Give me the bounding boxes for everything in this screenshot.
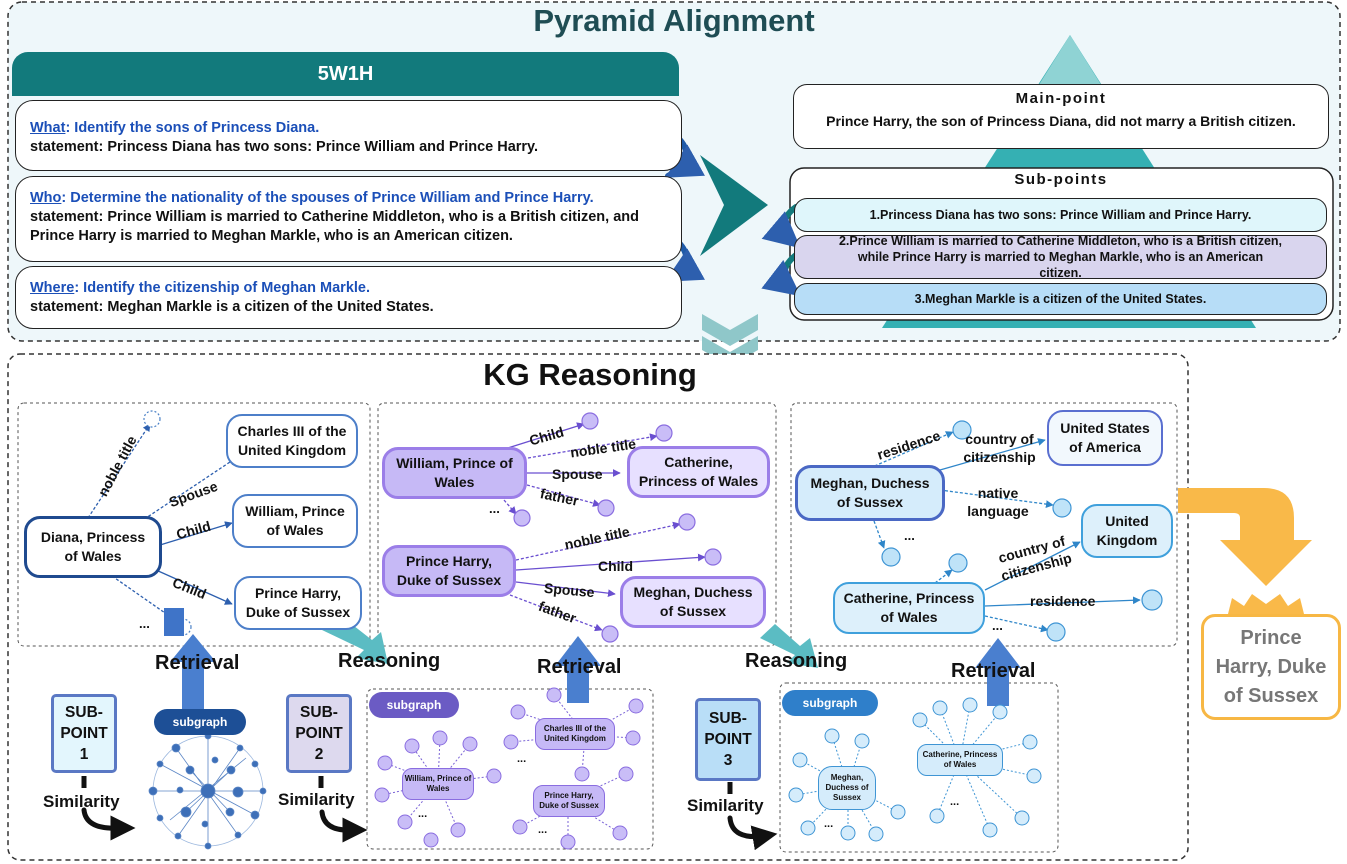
subgraph-network-1 xyxy=(148,732,267,850)
retrieval-label: Retrieval xyxy=(537,656,622,678)
kg-reasoning-title: KG Reasoning xyxy=(483,357,697,392)
question-tag: Where xyxy=(30,280,75,296)
question-tag: Who xyxy=(30,190,62,206)
node-william-2: William, Prince of Wales xyxy=(382,447,527,499)
ellipsis: ... xyxy=(517,753,527,765)
reasoning-arrow-2 xyxy=(760,624,818,668)
node-meghan-3: Meghan, Duchess of Sussex xyxy=(795,465,945,521)
edge-label-text: country of citizenship xyxy=(963,431,1036,465)
ellipsis: ... xyxy=(418,808,428,820)
node-meghan-2: Meghan, Duchess of Sussex xyxy=(620,576,766,628)
subgraph-pill-1: subgraph xyxy=(154,709,246,735)
5w1h-banner: 5W1H xyxy=(12,52,679,96)
reasoning-label: Reasoning xyxy=(338,650,441,672)
mini-node-meghan: Meghan, Duchess of Sussex xyxy=(818,766,876,810)
edge-label-text: native language xyxy=(967,485,1029,519)
crown-icon xyxy=(1228,594,1304,614)
edge-spouse: Spouse xyxy=(552,466,603,482)
sub-point-1: 1.Princess Diana has two sons: Prince Wi… xyxy=(794,198,1327,232)
subgraph-pill-3: subgraph xyxy=(782,690,878,716)
node-william: William, Prince of Wales xyxy=(232,494,358,548)
statement-text: statement: Meghan Markle is a citizen of… xyxy=(30,299,434,315)
main-point-heading: Main-point xyxy=(1015,90,1107,107)
question-text: : Identify the sons of Princess Diana. xyxy=(65,120,320,136)
node-harry-2: Prince Harry, Duke of Sussex xyxy=(382,545,516,597)
node-harry: Prince Harry, Duke of Sussex xyxy=(234,576,362,630)
ellipsis: ... xyxy=(538,824,548,836)
sub-point-box-3: SUB-POINT 3 xyxy=(695,698,761,781)
question-what: What: Identify the sons of Princess Dian… xyxy=(15,100,682,171)
mini-node-catherine: Catherine, Princess of Wales xyxy=(917,744,1003,776)
question-text: : Identify the citizenship of Meghan Mar… xyxy=(74,280,370,296)
reasoning-label: Reasoning xyxy=(745,650,848,672)
edge-child: Child xyxy=(598,558,633,574)
ellipsis: ... xyxy=(489,501,500,516)
retrieval-label: Retrieval xyxy=(951,660,1036,682)
mini-node-charles: Charles III of the United Kingdom xyxy=(535,718,615,750)
retrieval-arrow-2 xyxy=(555,636,601,703)
ellipsis: ... xyxy=(824,818,834,830)
question-text: : Determine the nationality of the spous… xyxy=(61,190,594,206)
statement-text: statement: Princess Diana has two sons: … xyxy=(30,139,539,155)
sub-point-box-2: SUB-POINT 2 xyxy=(286,694,352,773)
retrieval-arrow-3 xyxy=(975,638,1021,706)
align-arrow xyxy=(700,155,768,256)
sub-points-heading: Sub-points xyxy=(1014,171,1108,188)
edge-native-language: native language xyxy=(960,484,1036,520)
mini-node-harry: Prince Harry, Duke of Sussex xyxy=(533,785,605,817)
node-charles: Charles III of the United Kingdom xyxy=(226,414,358,468)
ellipsis: ... xyxy=(139,616,150,631)
mini-node-william: William, Prince of Wales xyxy=(402,768,474,800)
main-point-box: Main-point Prince Harry, the son of Prin… xyxy=(793,84,1329,149)
pyramid-alignment-title: Pyramid Alignment xyxy=(533,3,815,38)
retrieval-label: Retrieval xyxy=(155,652,240,674)
ellipsis: ... xyxy=(950,796,960,808)
ellipsis: ... xyxy=(992,618,1003,633)
main-point-text: Prince Harry, the son of Princess Diana,… xyxy=(826,113,1296,129)
node-diana: Diana, Princess of Wales xyxy=(24,516,162,578)
answer-arrow xyxy=(1178,488,1312,586)
sub-point-box-1: SUB-POINT 1 xyxy=(51,694,117,773)
question-who: Who: Determine the nationality of the sp… xyxy=(15,176,682,262)
edge-country-of-citizenship: country of citizenship xyxy=(952,430,1047,466)
statement-text: statement: Prince William is married to … xyxy=(30,209,639,244)
question-tag: What xyxy=(30,120,66,136)
retrieval-arrow-1 xyxy=(164,608,184,636)
sub-point-2: 2.Prince William is married to Catherine… xyxy=(794,234,1327,280)
edge-residence: residence xyxy=(1030,593,1096,609)
node-catherine-3: Catherine, Princess of Wales xyxy=(833,582,985,634)
question-where: Where: Identify the citizenship of Megha… xyxy=(15,266,682,329)
sub-point-3: 3.Meghan Markle is a citizen of the Unit… xyxy=(794,283,1327,315)
answer-box: Prince Harry, Duke of Sussex xyxy=(1201,614,1341,720)
similarity-label: Similarity xyxy=(687,796,764,815)
similarity-label: Similarity xyxy=(278,790,355,809)
similarity-label: Similarity xyxy=(43,792,120,811)
subgraph-pill-2: subgraph xyxy=(369,692,459,718)
node-uk: United Kingdom xyxy=(1081,504,1173,558)
retrieval-arrow-1 xyxy=(170,634,216,710)
ellipsis: ... xyxy=(904,528,915,543)
node-usa: United States of America xyxy=(1047,410,1163,466)
node-catherine-2: Catherine, Princess of Wales xyxy=(627,446,770,498)
